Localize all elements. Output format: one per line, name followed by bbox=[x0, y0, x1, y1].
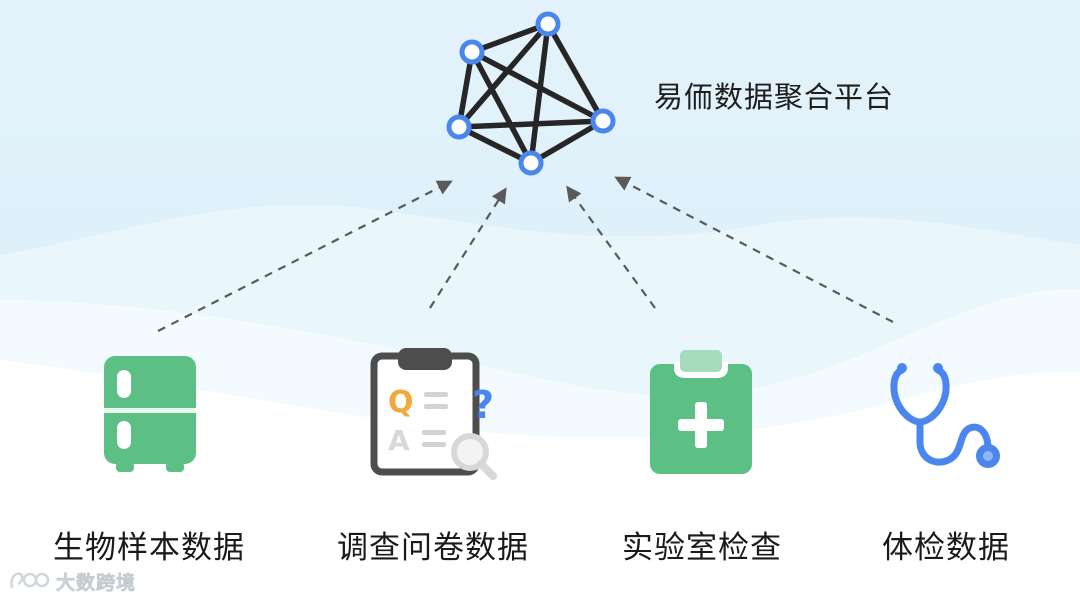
medical-clipboard-icon bbox=[650, 350, 752, 474]
source-label-lab: 实验室检查 bbox=[622, 530, 782, 566]
watermark-text: 大数跨境 bbox=[56, 571, 137, 594]
svg-text:?: ? bbox=[472, 383, 494, 427]
watermark-logo-icon bbox=[10, 572, 50, 589]
source-label-survey: 调查问卷数据 bbox=[337, 530, 529, 566]
arrow-physical-to-platform bbox=[614, 176, 894, 323]
questionnaire-clipboard-icon: Q A ? bbox=[370, 348, 497, 480]
arrow-lab-to-platform bbox=[566, 185, 656, 309]
source-label-biosample: 生物样本数据 bbox=[53, 530, 245, 566]
platform-label: 易侕数据聚合平台 bbox=[654, 80, 895, 114]
stethoscope-icon bbox=[890, 363, 1000, 468]
refrigerator-icon bbox=[104, 356, 196, 472]
svg-text:Q: Q bbox=[388, 385, 414, 420]
front-hill bbox=[0, 360, 1080, 602]
svg-text:A: A bbox=[388, 424, 410, 457]
arrow-biosample-to-platform bbox=[157, 180, 453, 332]
source-label-physical-exam: 体检数据 bbox=[882, 530, 1010, 566]
watermark: 大数跨境 bbox=[8, 566, 136, 596]
network-graph-icon bbox=[446, 11, 616, 176]
